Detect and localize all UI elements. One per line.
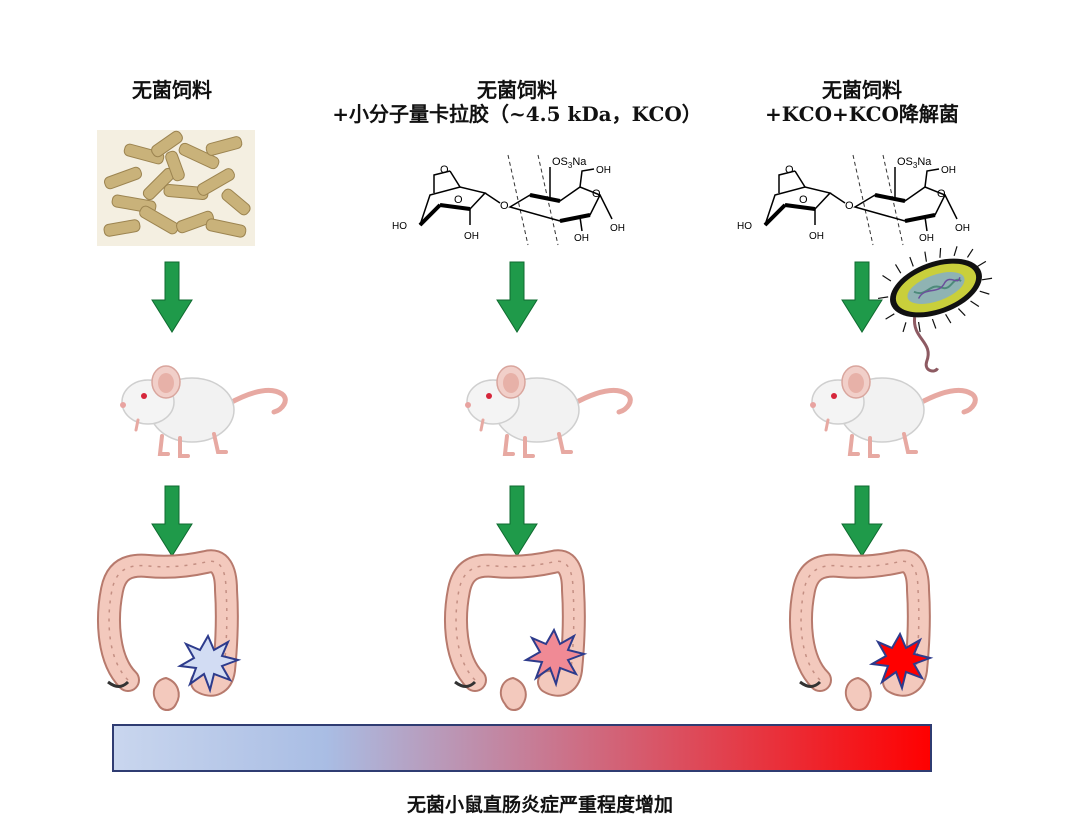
carrageenan-structure (735, 153, 972, 247)
carrageenan-structure (390, 153, 627, 247)
arrow-down-icon (496, 485, 538, 557)
arrow-down-icon (841, 261, 883, 333)
severity-gradient-bar (112, 724, 932, 772)
column-title-feed-kco-bacteria: 无菌饲料 +KCO+KCO降解菌 (652, 78, 1072, 126)
arrow-down-icon (841, 485, 883, 557)
column-title-line1: 无菌饲料 (132, 78, 212, 102)
severity-label: 无菌小鼠直肠炎症严重程度增加 (406, 794, 673, 816)
feed-pellets-image (97, 130, 255, 246)
bacterium-icon (877, 246, 993, 373)
arrow-down-icon (151, 485, 193, 557)
column-title-feed-kco: 无菌饲料 +小分子量卡拉胶（~4.5 kDa，KCO） (307, 78, 727, 126)
arrow-down-icon (151, 261, 193, 333)
column-title-line1: 无菌饲料 (477, 78, 557, 102)
column-title-line2: +小分子量卡拉胶（~4.5 kDa，KCO） (332, 102, 702, 126)
column-title-line2: +KCO+KCO降解菌 (765, 102, 959, 126)
column-title-line1: 无菌饲料 (822, 78, 902, 102)
column-title-feed: 无菌饲料 (0, 78, 382, 102)
arrow-down-icon (496, 261, 538, 333)
mouse-icon (810, 366, 975, 456)
mouse-icon (465, 366, 630, 456)
mouse-icon (120, 366, 285, 456)
